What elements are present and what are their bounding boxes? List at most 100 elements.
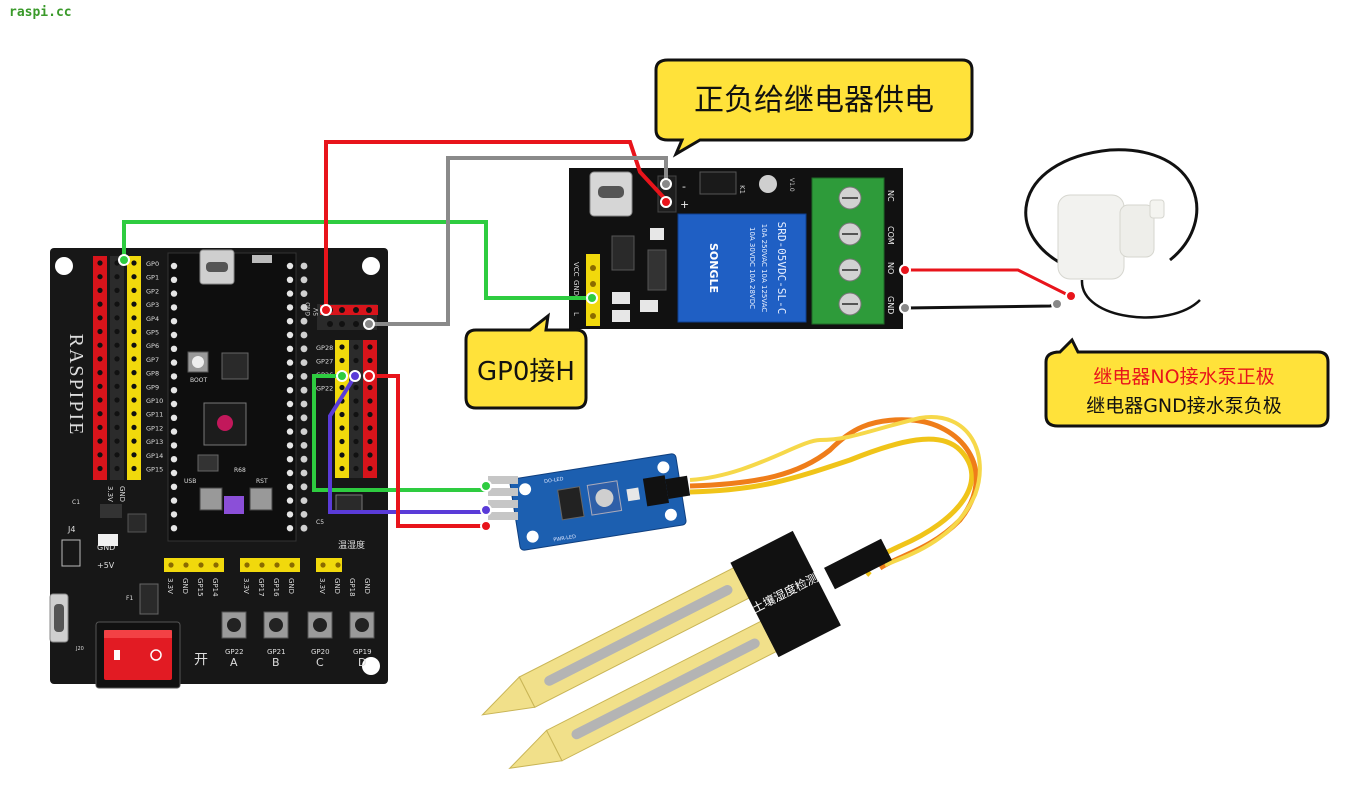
header-pin <box>114 287 120 293</box>
bottom-pin-label: GP16 <box>272 578 280 597</box>
header-pin <box>339 452 345 458</box>
header-pin <box>114 465 120 472</box>
header-pin <box>339 384 345 391</box>
sensor-bottom-label: PWR-LED <box>553 534 577 544</box>
header-pin <box>114 397 120 403</box>
header-pin <box>183 562 189 568</box>
header-pin <box>131 315 137 321</box>
f1-label: F1 <box>126 595 133 602</box>
header-pin <box>353 425 359 431</box>
board-brand: RASPIPIE <box>65 334 87 437</box>
header-pin <box>131 397 137 403</box>
header-pin <box>131 438 137 444</box>
header-pin <box>339 425 345 431</box>
left-pin-label: GP1 <box>146 274 159 282</box>
label-gnd-left: GND <box>118 486 126 502</box>
pico-pad <box>170 400 178 408</box>
header-pin <box>131 411 137 417</box>
bottom-pin-label: GND <box>333 578 341 594</box>
pico-pad <box>170 497 178 504</box>
relay-text-3: 10A 30VDC 10A 28VDC <box>748 227 756 309</box>
pico-pad <box>170 456 178 463</box>
pico-pad <box>170 304 178 311</box>
header-pin <box>339 357 345 364</box>
c5-label: C5 <box>316 519 324 526</box>
left-pin-label: GP3 <box>146 301 159 309</box>
header-pin <box>97 260 103 266</box>
bottom-pin-label: GP17 <box>257 578 265 597</box>
pico-pad <box>170 359 178 366</box>
pico-pad <box>286 525 294 532</box>
pico-pad <box>286 469 294 477</box>
header-pin <box>339 344 345 350</box>
board-hole <box>300 524 308 532</box>
header-pin <box>114 274 120 280</box>
board-hole <box>300 428 308 435</box>
header-pin <box>131 356 137 362</box>
temp-label: 温湿度 <box>338 539 365 551</box>
pico-pad <box>286 414 294 421</box>
pico-pad <box>170 290 178 297</box>
board-hole <box>300 483 308 491</box>
header-pin <box>97 301 103 307</box>
pico-pad <box>170 345 178 352</box>
pico-pad <box>286 331 294 339</box>
pico-pad <box>286 387 294 394</box>
tact-button-cap <box>227 618 241 632</box>
pico-pad <box>170 414 178 421</box>
button-letter: A <box>230 656 238 669</box>
board-hole <box>300 373 308 380</box>
left-pin-label: GP11 <box>146 411 163 419</box>
header-pin <box>97 424 103 430</box>
label-3v3-left: 3.3V <box>106 486 114 502</box>
c1-label: C1 <box>72 499 80 506</box>
left-pin-label: GP13 <box>146 438 163 446</box>
version-label: V1.0 <box>788 178 795 192</box>
header-pin <box>259 562 265 568</box>
bottom-header <box>164 558 224 572</box>
bottom-pin-label: 3.3V <box>242 578 250 594</box>
button-pin-label: GP21 <box>267 648 286 656</box>
soil-probe: 土壤湿度检测 <box>481 415 982 770</box>
header-pin <box>114 452 120 458</box>
bottom-pin-label: 3.3V <box>318 578 326 594</box>
k1-label: K1 <box>738 185 746 194</box>
header-pin <box>339 438 345 445</box>
header-pin <box>367 398 373 404</box>
left-pin-label: GP0 <box>146 260 159 268</box>
terminal-label: NO <box>886 262 895 274</box>
left-pin-label: GP9 <box>146 383 159 391</box>
pico-pad <box>286 511 294 518</box>
header-pin <box>244 562 250 568</box>
header-pin <box>367 465 373 472</box>
left-pin-label: GP2 <box>146 287 159 295</box>
header-pin <box>353 384 359 391</box>
board-hole <box>300 317 308 325</box>
board-hole <box>300 276 308 284</box>
pico-pad <box>170 373 178 380</box>
pico-pad <box>286 456 294 463</box>
board-hole <box>300 414 308 422</box>
bottom-pin-label: GND <box>363 578 371 594</box>
bottom-pin-label: GND <box>287 578 295 594</box>
relay-plus: + <box>680 198 689 211</box>
r68-label: R68 <box>234 467 246 474</box>
pico-pad <box>170 511 178 518</box>
header-pin <box>131 424 137 430</box>
pico-pad <box>286 290 294 297</box>
water-pump <box>1024 148 1201 319</box>
header-pin <box>339 465 345 472</box>
soil-sensor-module: DO-LED PWR-LED <box>509 453 691 551</box>
pico-pad <box>170 469 178 477</box>
terminal-label: COM <box>886 226 895 245</box>
pico-pad <box>286 262 294 270</box>
board-hole <box>300 345 308 353</box>
header-pin <box>131 383 137 389</box>
bottom-header <box>316 558 342 572</box>
board-hole <box>300 497 308 504</box>
watermark: raspi.cc <box>9 5 72 20</box>
pico-pad <box>170 387 178 394</box>
power-switch[interactable] <box>95 621 181 689</box>
tact-button-cap <box>355 618 369 632</box>
left-pin-label: GP4 <box>146 315 159 323</box>
